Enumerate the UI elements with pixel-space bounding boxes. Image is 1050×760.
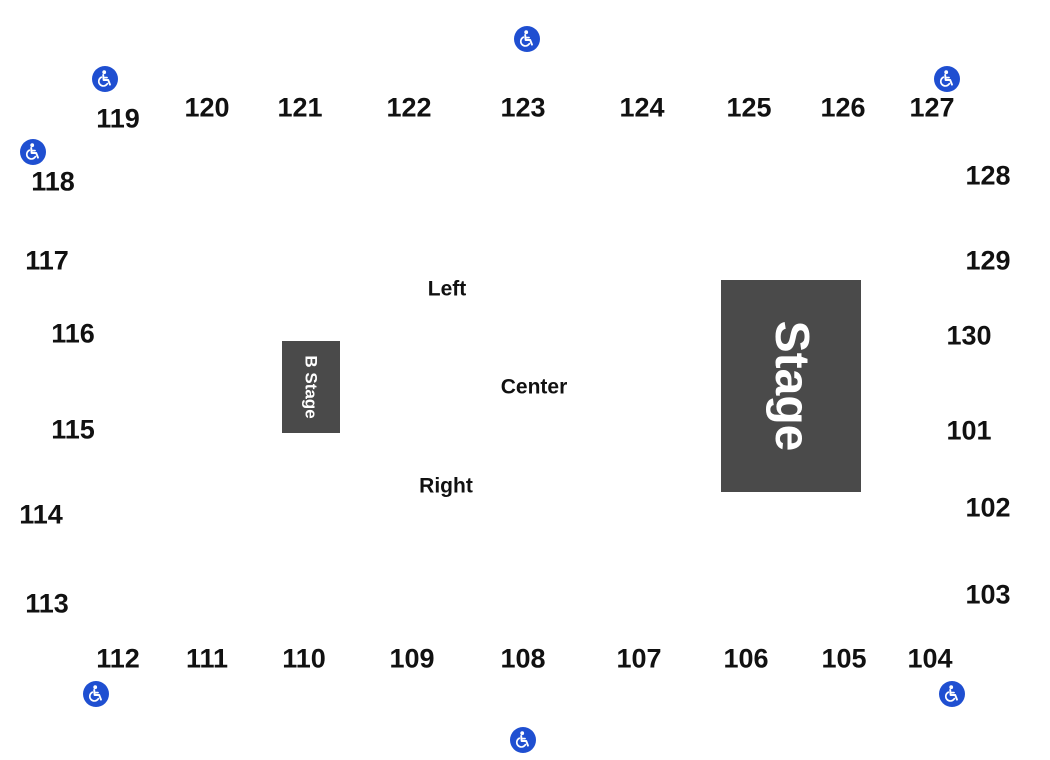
section-112[interactable]: 112 — [96, 643, 140, 674]
section-101[interactable]: 101 — [946, 415, 992, 446]
section-127[interactable]: 127 — [909, 92, 955, 123]
floor-section-center[interactable]: Center — [500, 375, 568, 399]
section-117[interactable]: 117 — [25, 245, 69, 276]
section-110[interactable]: 110 — [282, 643, 326, 674]
section-119[interactable]: 119 — [96, 103, 140, 134]
section-111[interactable]: 111 — [185, 643, 229, 674]
wheelchair-icon — [92, 66, 118, 92]
main-stage-label: Stage — [765, 320, 818, 452]
section-129[interactable]: 129 — [965, 245, 1011, 276]
section-107[interactable]: 107 — [616, 643, 662, 674]
section-120[interactable]: 120 — [184, 92, 230, 123]
wheelchair-icon — [83, 681, 109, 707]
section-104[interactable]: 104 — [907, 643, 953, 674]
section-126[interactable]: 126 — [820, 92, 866, 123]
section-128[interactable]: 128 — [965, 160, 1011, 191]
section-123[interactable]: 123 — [500, 92, 546, 123]
section-118[interactable]: 118 — [31, 166, 75, 197]
section-109[interactable]: 109 — [389, 643, 435, 674]
b-stage-label: B Stage — [301, 355, 321, 419]
floor-section-left[interactable]: Left — [427, 277, 467, 301]
wheelchair-icon — [20, 139, 46, 165]
floor-section-right[interactable]: Right — [419, 474, 473, 498]
section-121[interactable]: 121 — [277, 92, 323, 123]
b-stage: B Stage — [282, 341, 340, 433]
wheelchair-icon — [510, 727, 536, 753]
main-stage: Stage — [721, 280, 861, 492]
section-122[interactable]: 122 — [386, 92, 432, 123]
wheelchair-icon — [939, 681, 965, 707]
section-124[interactable]: 124 — [619, 92, 665, 123]
wheelchair-icon — [934, 66, 960, 92]
section-115[interactable]: 115 — [51, 414, 95, 445]
section-125[interactable]: 125 — [726, 92, 772, 123]
section-108[interactable]: 108 — [500, 643, 546, 674]
section-114[interactable]: 114 — [19, 499, 63, 530]
section-106[interactable]: 106 — [723, 643, 769, 674]
section-113[interactable]: 113 — [25, 588, 69, 619]
wheelchair-icon — [514, 26, 540, 52]
section-103[interactable]: 103 — [965, 579, 1011, 610]
section-102[interactable]: 102 — [965, 492, 1011, 523]
section-130[interactable]: 130 — [946, 320, 992, 351]
section-105[interactable]: 105 — [821, 643, 867, 674]
section-116[interactable]: 116 — [51, 318, 95, 349]
